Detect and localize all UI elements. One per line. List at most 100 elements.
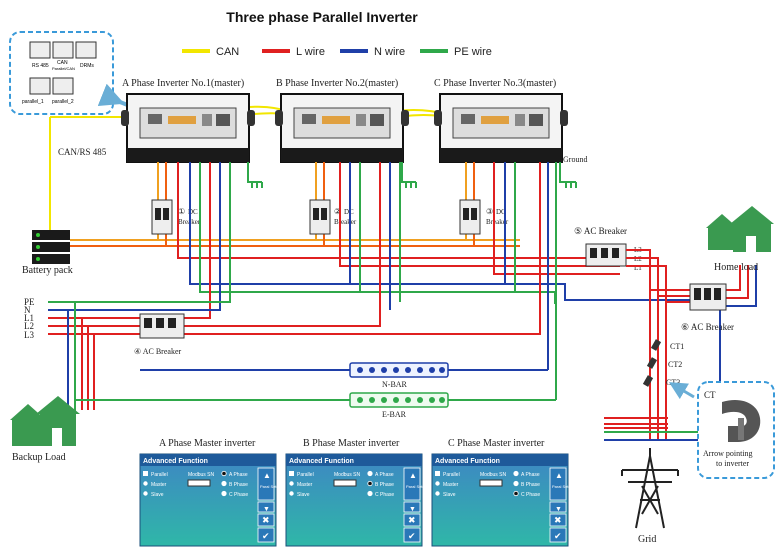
dc-breaker-3-l2: Breaker <box>486 218 509 226</box>
dc-breaker-2-l2: Breaker <box>334 218 357 226</box>
dc-breaker-1 <box>151 199 173 235</box>
panel-1-cancel-btn <box>403 513 421 527</box>
backup-load-label: Backup Load <box>12 452 66 463</box>
ac-breaker-5 <box>585 243 627 267</box>
panel-0-phase-0: A Phase <box>229 472 248 478</box>
port-parallel-1: parallel_1 <box>22 99 44 105</box>
panel-0-radio-2 <box>143 491 148 496</box>
panel-0-up-icon: ▲ <box>263 471 271 480</box>
inverter-3: C Phase Inverter No.3(master) <box>434 78 568 163</box>
panel-1: Advanced FunctionParallelMasterSlaveModb… <box>285 453 423 547</box>
panel-2-ok-btn <box>549 527 567 543</box>
dc-breaker-2-num: ② <box>334 207 341 216</box>
panel-2-radio-1 <box>435 481 440 486</box>
grid-tower-icon <box>621 448 679 529</box>
battery-label: Battery pack <box>22 265 73 276</box>
port-parallel-2: parallel_2 <box>52 99 74 105</box>
port-rs485: RS 485 <box>32 63 49 69</box>
grid-line-l1: L1 <box>24 313 34 323</box>
panel-2-down-icon: ▼ <box>555 506 562 513</box>
panel-0-radio-1 <box>143 481 148 486</box>
ct1-label: CT1 <box>670 342 684 351</box>
ac-breaker-6 <box>689 283 727 311</box>
panel-c-caption: C Phase Master inverter <box>448 438 545 449</box>
panel-2-phase-radio-0 <box>513 470 519 477</box>
panel-b-caption: B Phase Master inverter <box>303 438 400 449</box>
panel-0-cancel-icon: ✖ <box>262 515 270 525</box>
grid-line-n: N <box>24 305 31 315</box>
panel-screen-0 <box>139 453 277 547</box>
panel-0-side-btn <box>257 467 275 501</box>
diagram-title: Three phase Parallel Inverter <box>226 9 418 25</box>
panel-0: Advanced FunctionParallelMasterSlaveModb… <box>139 453 277 547</box>
grid-line-pe: PE <box>24 297 35 307</box>
panel-2-side-btn <box>549 467 567 501</box>
panel-1-phase-radio-0 <box>367 470 373 477</box>
panel-2-cancel-icon: ✖ <box>554 515 562 525</box>
panel-1-phase-0: A Phase <box>375 472 394 478</box>
panel-header-bar-2 <box>432 454 568 466</box>
dc-breaker-3-l1: DC <box>496 208 506 216</box>
ct-sensors <box>642 339 662 387</box>
panel-2-opt-2: Slave <box>443 492 456 498</box>
panel-2: Advanced FunctionParallelMasterSlaveModb… <box>431 453 569 547</box>
panel-0-cancel-btn <box>257 513 275 527</box>
panel-0-phase-radio-2 <box>221 490 227 497</box>
panel-1-opt-2: Slave <box>297 492 310 498</box>
panel-1-side-btn <box>403 467 421 501</box>
panel-1-opt-1: Master <box>297 482 313 488</box>
panel-header-bar-0 <box>140 454 276 466</box>
port-drms: DRMs <box>80 63 94 69</box>
grid-label: Grid <box>638 534 656 545</box>
inverter-3-label: C Phase Inverter No.3(master) <box>434 78 556 89</box>
panel-0-opt-0: Parallel <box>151 472 168 478</box>
ct-box-line1: Arrow pointing <box>703 449 753 458</box>
panel-0-down-icon: ▼ <box>263 506 270 513</box>
panel-1-down-btn <box>403 501 421 513</box>
panel-2-ok-icon: ✔ <box>554 531 562 541</box>
n-bar <box>140 362 548 378</box>
dc-breaker-2 <box>309 199 331 235</box>
legend-can: CAN <box>216 46 239 58</box>
panel-1-cancel-icon: ✖ <box>408 515 416 525</box>
e-bar <box>75 392 556 408</box>
panel-0-modbus-field <box>187 479 211 487</box>
panel-1-modbus-field <box>333 479 357 487</box>
home-load-icon <box>706 206 774 252</box>
dc-breaker-3-num: ③ <box>486 207 493 216</box>
e-bar-label: E-BAR <box>382 410 407 419</box>
panel-2-phase-radio-1 <box>513 480 519 487</box>
panel-2-check <box>435 471 440 476</box>
ground-label: Ground <box>563 155 587 164</box>
panel-2-down-btn <box>549 501 567 513</box>
dc-breaker-1-l1: DC <box>188 208 198 216</box>
dc-breaker-3 <box>459 199 481 235</box>
legend: CAN L wire N wire PE wire <box>182 46 492 58</box>
panel-0-opt-2: Slave <box>151 492 164 498</box>
port-parallel-can: Parallel/CAN <box>52 66 75 71</box>
panel-0-ok-btn <box>257 527 275 543</box>
panel-2-opt-1: Master <box>443 482 459 488</box>
battery-pack <box>32 230 70 264</box>
panel-2-phase-0: A Phase <box>521 472 540 478</box>
panel-2-modbus-field <box>479 479 503 487</box>
panel-0-opt-1: Master <box>151 482 167 488</box>
panel-2-cancel-btn <box>549 513 567 527</box>
panel-0-down-btn <box>257 501 275 513</box>
panel-0-phase-1: B Phase <box>229 482 248 488</box>
ct2-label: CT2 <box>668 360 682 369</box>
panel-1-side-label: Paral Set <box>406 484 423 489</box>
panel-1-radio-2 <box>289 491 294 496</box>
ct-info-box <box>697 381 775 479</box>
ac-breaker-4-label: ④ AC Breaker <box>134 347 181 356</box>
panel-2-phase-1: B Phase <box>521 482 540 488</box>
inverter-2: B Phase Inverter No.2(master) <box>275 78 409 163</box>
panel-screen-1 <box>285 453 423 547</box>
legend-pe-wire: PE wire <box>454 46 492 58</box>
panel-a-caption: A Phase Master inverter <box>159 438 256 449</box>
can-rs485-label: CAN/RS 485 <box>58 147 107 157</box>
master-panels: Advanced FunctionParallelMasterSlaveModb… <box>139 453 569 547</box>
panel-2-radio-2 <box>435 491 440 496</box>
ground-symbols <box>247 162 577 188</box>
panel-0-side-label: Paral Set <box>260 484 277 489</box>
